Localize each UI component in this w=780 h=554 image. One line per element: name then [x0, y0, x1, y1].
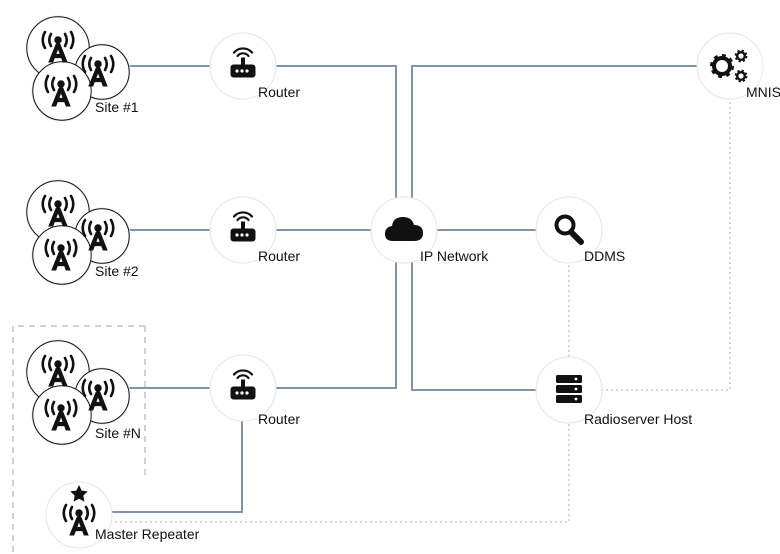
site-1-label: Site #1 [95, 99, 139, 115]
router-2-label: Router [258, 248, 300, 264]
dotted-master-repeater-radioserver [110, 422, 570, 523]
gears-icon [710, 49, 748, 83]
site-2-label: Site #2 [95, 263, 139, 279]
starred-antenna-icon [62, 485, 96, 537]
router-1-label: Router [258, 84, 300, 100]
router-3-node[interactable] [209, 354, 277, 422]
link-router1-ip-network [276, 65, 397, 198]
link-ip-network-mnis [411, 65, 697, 198]
server-icon [556, 375, 582, 403]
dotted-radioserver-mnis [601, 98, 731, 391]
link-master-repeater-router [110, 420, 243, 513]
link-router3-ip-network [276, 262, 397, 389]
site-n-label: Site #N [95, 425, 141, 441]
radioserver-host-label: Radioserver Host [584, 411, 692, 427]
router-2-node[interactable] [209, 196, 277, 264]
cloud-icon [385, 217, 423, 241]
router-3-label: Router [258, 411, 300, 427]
ddms-node[interactable] [535, 196, 603, 264]
ip-network-node[interactable] [370, 196, 438, 264]
router-1-node[interactable] [209, 32, 277, 100]
site-n-group-frame [12, 325, 146, 554]
ddms-label: DDMS [584, 248, 625, 264]
network-links [110, 65, 697, 513]
link-ip-network-radioserver [411, 262, 537, 391]
ip-network-label: IP Network [420, 248, 489, 264]
dotted-links [110, 98, 731, 523]
master-repeater-node[interactable] [45, 481, 113, 549]
mnis-node[interactable] [696, 32, 764, 100]
mnis-label: MNIS [746, 84, 780, 100]
master-repeater-label: Master Repeater [95, 526, 200, 542]
radioserver-host-node[interactable] [535, 356, 603, 424]
magnifier-icon [554, 214, 584, 245]
